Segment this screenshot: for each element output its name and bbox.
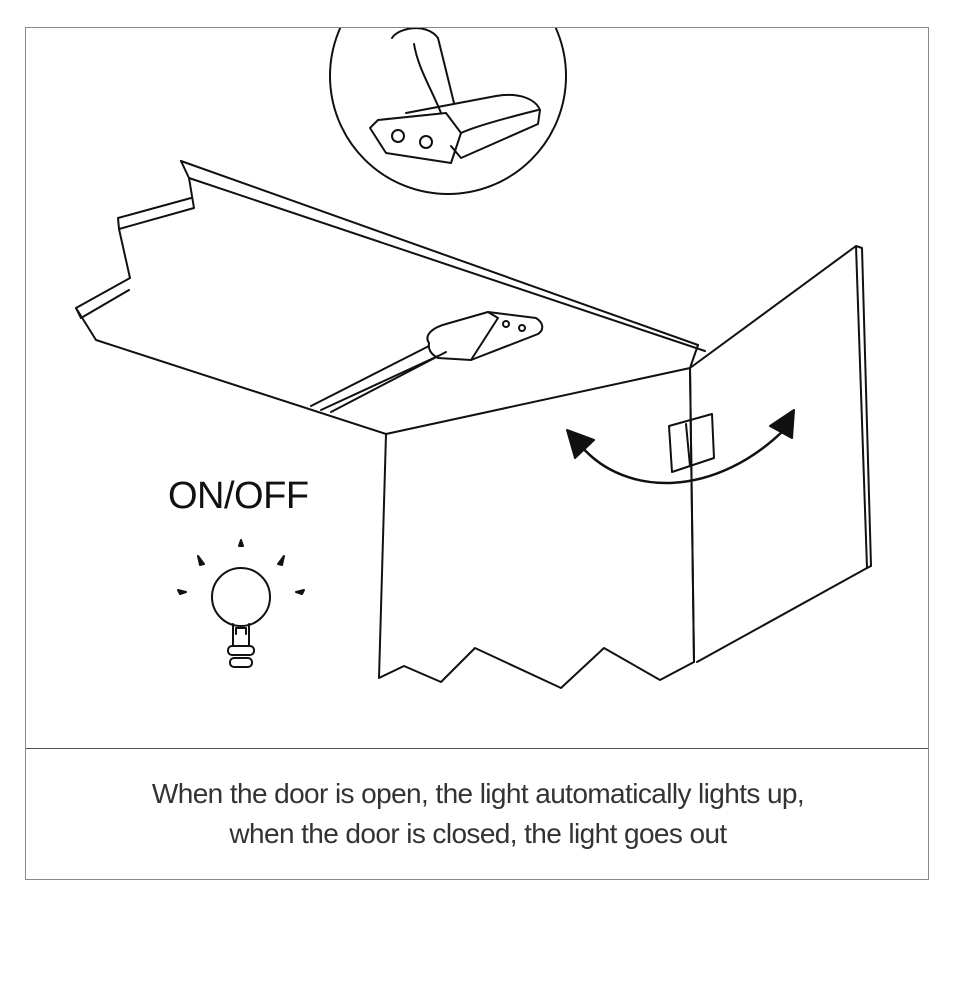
caption: When the door is open, the light automat… <box>26 774 928 854</box>
light-bulb-icon <box>177 539 305 668</box>
sensor-detail-inset <box>329 28 567 195</box>
cabinet-door <box>689 245 872 663</box>
door-sensor-icon <box>310 311 544 413</box>
cabinet-illustration <box>75 28 872 689</box>
cabinet-icon <box>75 160 706 689</box>
diagram-frame: ON/OFF When the door is open, the light … <box>25 27 929 880</box>
swing-arrow-icon <box>566 409 795 485</box>
divider <box>26 748 928 749</box>
caption-line-1: When the door is open, the light automat… <box>151 778 805 809</box>
caption-line-2: when the door is closed, the light goes … <box>229 818 727 849</box>
on-off-label: ON/OFF <box>168 475 309 517</box>
sensor-detail-icon <box>369 28 541 164</box>
door-magnet <box>668 413 715 473</box>
